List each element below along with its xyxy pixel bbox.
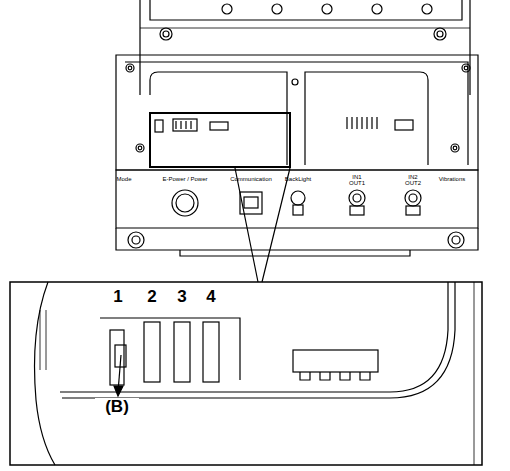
panel-label: Communication <box>226 176 276 182</box>
panel-label: Vibrations <box>434 176 470 182</box>
callout-number: 4 <box>201 288 221 306</box>
panel-label: E-Power / Power <box>160 176 210 182</box>
callout-letter: (B) <box>95 398 139 416</box>
panel-label: IN1 OUT1 <box>347 174 367 187</box>
callout-number: 3 <box>172 288 192 306</box>
callout-number: 1 <box>108 288 128 306</box>
panel-label: Mode <box>109 176 139 182</box>
panel-label: IN2 OUT2 <box>403 174 423 187</box>
panel-label: BackLight <box>280 176 316 182</box>
callout-number: 2 <box>142 288 162 306</box>
